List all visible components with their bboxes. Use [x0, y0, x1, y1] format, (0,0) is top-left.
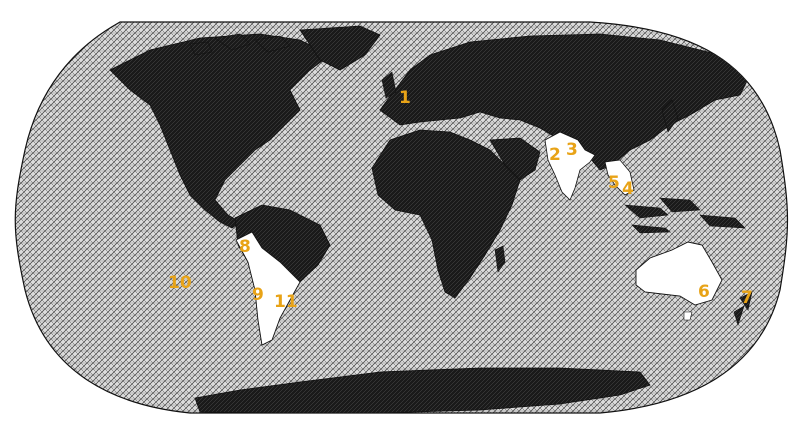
- marker-8[interactable]: 8: [239, 237, 251, 257]
- marker-4[interactable]: 4: [622, 179, 634, 199]
- marker-10[interactable]: 10: [168, 273, 192, 293]
- greenland: [299, 25, 381, 71]
- marker-11[interactable]: 11: [274, 292, 298, 312]
- marker-7[interactable]: 7: [741, 288, 753, 308]
- marker-9[interactable]: 9: [252, 285, 264, 305]
- marker-3[interactable]: 3: [566, 140, 578, 160]
- india: [544, 131, 596, 201]
- indonesia: [624, 197, 746, 234]
- marker-2[interactable]: 2: [549, 145, 561, 165]
- new-zealand: [733, 291, 753, 327]
- madagascar: [494, 245, 506, 273]
- british-isles: [381, 71, 397, 99]
- japan: [661, 99, 679, 133]
- andes-region: [235, 231, 301, 346]
- marker-1[interactable]: 1: [399, 88, 411, 108]
- antarctica: [194, 367, 651, 413]
- tasmania: [683, 311, 693, 321]
- markers: 1 2 3 4 5 6 7 8 9 10 11: [168, 88, 753, 312]
- marker-6[interactable]: 6: [698, 282, 710, 302]
- arctic-islands: [189, 33, 291, 56]
- marker-5[interactable]: 5: [608, 173, 620, 193]
- indochina: [604, 159, 635, 196]
- arabia: [489, 137, 541, 181]
- eurasia: [379, 33, 751, 171]
- australia: [635, 241, 723, 306]
- africa: [371, 129, 521, 299]
